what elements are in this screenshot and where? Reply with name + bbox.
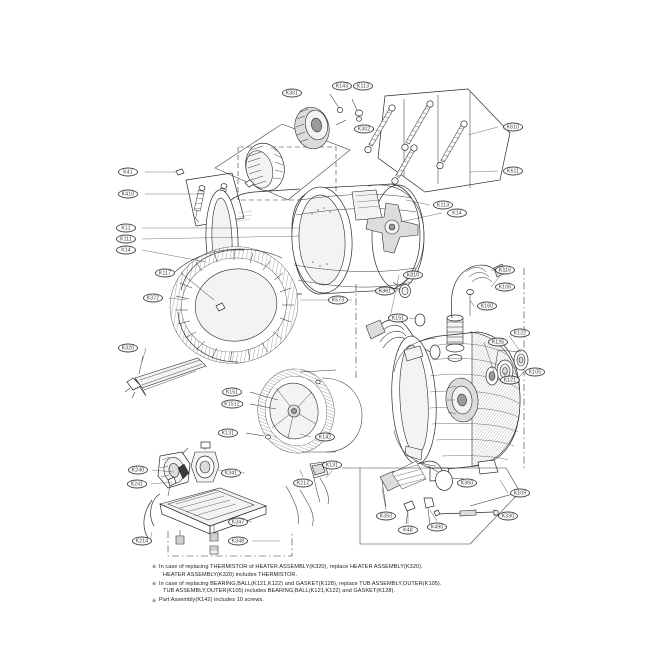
callout-k131b[interactable]: K131 (322, 460, 342, 470)
note-text: In case of replacing THERMISTOR of HEATE… (159, 564, 572, 579)
callout-k41[interactable]: K41 (118, 167, 138, 177)
note-line-1: In case of replacing THERMISTOR of HEATE… (159, 564, 423, 570)
leader-lines-art (141, 126, 525, 542)
blower-assembly-art (214, 93, 363, 201)
callout-k310[interactable]: K310 (403, 270, 423, 280)
callout-k347[interactable]: K347 (228, 517, 248, 527)
callout-k48[interactable]: K48 (398, 525, 418, 535)
callout-k320[interactable]: K320 (118, 343, 138, 353)
callout-k142[interactable]: K142 (315, 432, 335, 442)
note-line-2: TUB ASSEMBLY,OUTER(K105) includes BEARIN… (163, 588, 396, 595)
callout-k240[interactable]: K240 (128, 465, 148, 475)
callout-k151[interactable]: K151 (222, 387, 242, 397)
callout-k113b[interactable]: K113 (433, 200, 453, 210)
callout-k14b[interactable]: K14 (447, 208, 467, 218)
callout-k361[interactable]: K361 (375, 286, 395, 296)
heater-assembly-art (124, 355, 207, 399)
callout-k348[interactable]: K348 (228, 536, 248, 546)
note-bullet-icon: ※ (152, 580, 157, 587)
pump-sump-art (143, 441, 293, 557)
note-item: ※Part Assembly(K142) includes 10 screws. (152, 597, 572, 605)
drum-pulley-art (245, 368, 363, 454)
note-line-2: HEATER ASSEMBLY(K320) includes THERMISTO… (163, 571, 298, 578)
callout-k125[interactable]: K125 (488, 337, 508, 347)
note-text: Part Assembly(K142) includes 10 screws. (159, 597, 572, 605)
exploded-diagram-artwork: .ln{fill:none;stroke:#2b2b2b;stroke-widt… (124, 88, 529, 557)
harness-motor-art (285, 460, 521, 545)
callout-k105[interactable]: K105 (525, 367, 545, 377)
door-gasket-art (169, 246, 299, 364)
callout-k121[interactable]: K121 (500, 375, 520, 385)
callout-k131[interactable]: K131 (218, 428, 238, 438)
callout-k350[interactable]: K350 (376, 511, 396, 521)
diagram-notes: ※In case of replacing THERMISTOR of HEAT… (152, 564, 572, 607)
callout-k109[interactable]: K109 (510, 488, 530, 498)
callout-k212[interactable]: K212 (293, 478, 313, 488)
note-bullet-icon: ※ (152, 564, 157, 571)
note-bullet-icon: ※ (152, 597, 157, 604)
inner-drum-art (205, 183, 425, 305)
callout-k113a[interactable]: K113 (353, 81, 373, 91)
callout-k372[interactable]: K372 (143, 293, 163, 303)
note-item: ※In case of replacing BEARING,BALL(K121,… (152, 581, 572, 596)
suspension-spring-panel-art (364, 88, 511, 193)
callout-k341[interactable]: K341 (221, 468, 241, 478)
callout-k117[interactable]: K117 (155, 268, 175, 278)
callout-k151b[interactable]: K151 (388, 313, 408, 323)
callout-k573[interactable]: K573 (328, 295, 348, 305)
callout-k143[interactable]: K143 (332, 81, 352, 91)
callout-k214[interactable]: K214 (132, 536, 152, 546)
callout-k360[interactable]: K360 (457, 478, 477, 488)
callout-k330[interactable]: K330 (498, 511, 518, 521)
callout-k410[interactable]: K410 (118, 189, 138, 199)
callout-k611[interactable]: K611 (503, 166, 523, 176)
callout-k1512[interactable]: K1512 (221, 399, 243, 409)
callout-k302[interactable]: K302 (354, 124, 374, 134)
callout-k160[interactable]: K160 (477, 301, 497, 311)
callout-k490[interactable]: K490 (427, 522, 447, 532)
callout-k122[interactable]: K122 (510, 328, 530, 338)
callout-k301[interactable]: K301 (282, 88, 302, 98)
callout-k11[interactable]: K11 (116, 223, 136, 233)
callout-k14[interactable]: K14 (116, 245, 136, 255)
callout-k106[interactable]: K106 (495, 282, 515, 292)
note-item: ※In case of replacing THERMISTOR of HEAT… (152, 564, 572, 579)
callout-k610[interactable]: K610 (503, 122, 523, 132)
note-text: In case of replacing BEARING,BALL(K121,K… (159, 581, 572, 596)
callout-k116[interactable]: K116 (495, 265, 515, 275)
outer-tub-art (391, 331, 521, 482)
callout-k111[interactable]: K111 (116, 234, 136, 244)
callout-k241[interactable]: K241 (127, 479, 147, 489)
note-line-1: Part Assembly(K142) includes 10 screws. (159, 597, 264, 604)
note-line-1: In case of replacing BEARING,BALL(K121,K… (159, 580, 442, 587)
sump-hose-art (355, 263, 525, 470)
